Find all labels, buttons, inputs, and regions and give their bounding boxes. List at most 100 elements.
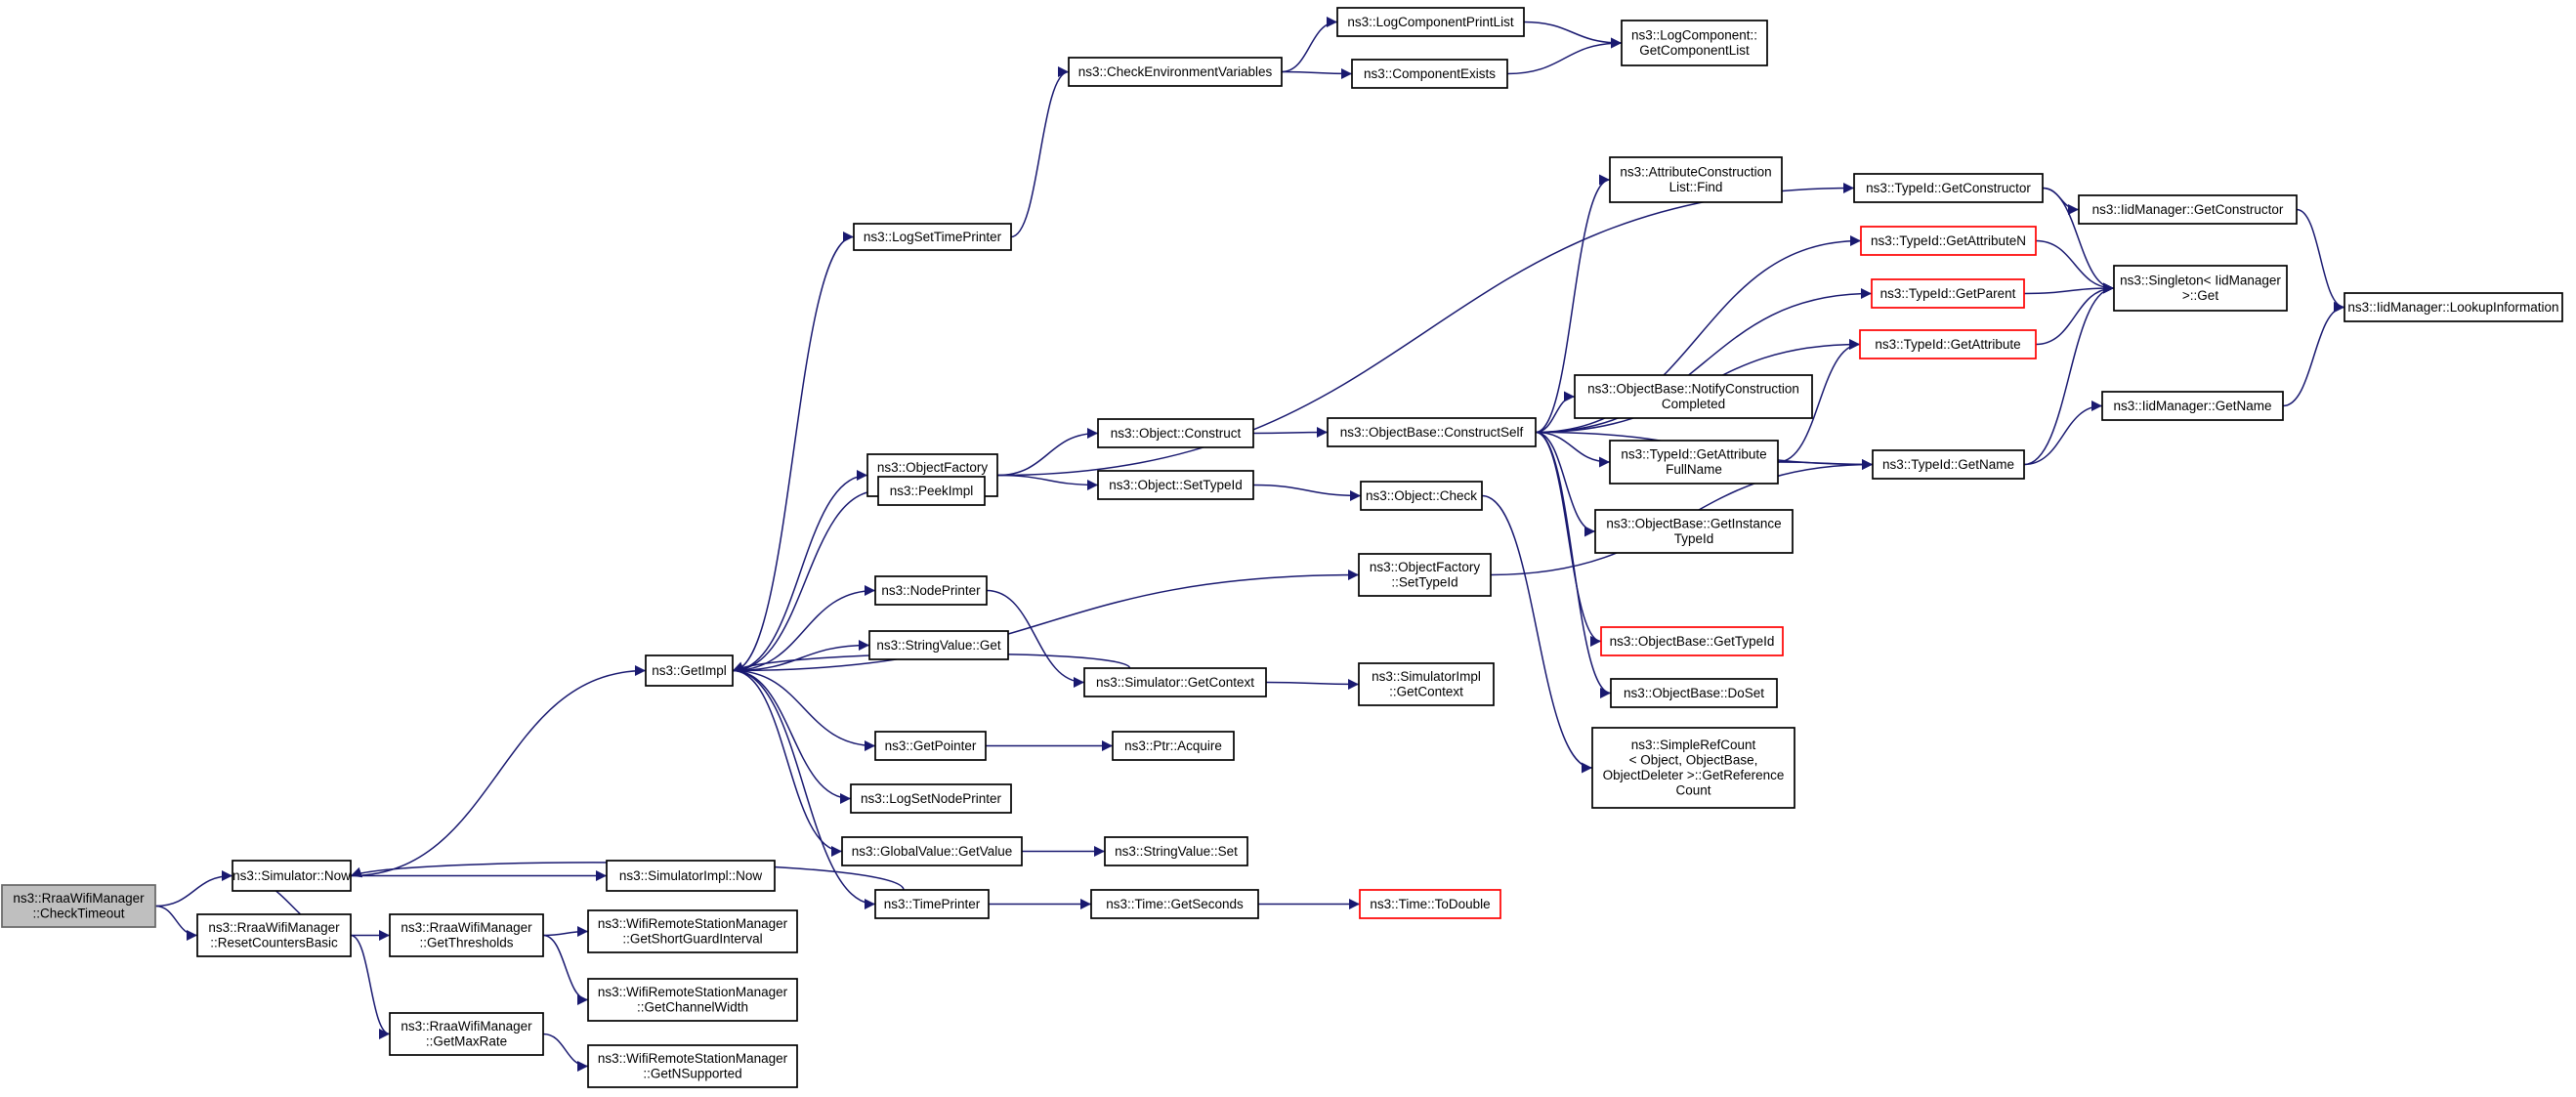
node-box[interactable] [877, 476, 986, 506]
node-box[interactable] [868, 630, 1009, 660]
node-getthresholds[interactable]: ns3::RraaWifiManager::GetThresholds [389, 913, 544, 957]
node-box[interactable] [1574, 374, 1813, 419]
node-box[interactable] [2101, 391, 2284, 421]
node-box[interactable] [645, 654, 734, 687]
node-box[interactable] [874, 889, 990, 919]
node-box[interactable] [1609, 440, 1779, 485]
edge-checkenv-to-componentexists [1281, 67, 1353, 79]
node-box[interactable] [1859, 329, 2037, 359]
node-getchannelwidth[interactable]: ns3::WifiRemoteStationManager::GetChanne… [587, 978, 798, 1022]
node-box[interactable] [1083, 667, 1267, 697]
node-notifyconstr[interactable]: ns3::ObjectBase::NotifyConstructionCompl… [1574, 374, 1813, 419]
node-box[interactable] [1104, 836, 1248, 866]
node-box[interactable] [1600, 626, 1784, 656]
node-nodeprinter[interactable]: ns3::NodePrinter [874, 575, 988, 606]
node-box[interactable] [1068, 57, 1283, 87]
node-box[interactable] [874, 575, 988, 606]
node-peekimpl[interactable]: ns3::PeekImpl [877, 476, 986, 506]
node-simimplgetcontext[interactable]: ns3::SimulatorImpl::GetContext [1358, 662, 1495, 706]
node-box[interactable] [1, 884, 156, 928]
node-getshortguard[interactable]: ns3::WifiRemoteStationManager::GetShortG… [587, 909, 798, 953]
node-box[interactable] [1097, 418, 1254, 448]
node-box[interactable] [1591, 727, 1795, 809]
node-checktimeout[interactable]: ns3::RraaWifiManager::CheckTimeout [1, 884, 156, 928]
node-box[interactable] [1358, 553, 1492, 597]
edge-nodeprinter-to-simgetcontext [986, 589, 1085, 688]
node-box[interactable] [2078, 194, 2298, 225]
node-box[interactable] [2113, 265, 2288, 312]
node-getattribute[interactable]: ns3::TypeId::GetAttribute [1859, 329, 2037, 359]
node-getparent[interactable]: ns3::TypeId::GetParent [1871, 278, 2025, 309]
node-objcheck[interactable]: ns3::Object::Check [1360, 481, 1483, 511]
node-box[interactable] [1853, 173, 2044, 203]
node-timetodouble[interactable]: ns3::Time::ToDouble [1359, 889, 1501, 919]
node-box[interactable] [389, 913, 544, 957]
node-iidgetname[interactable]: ns3::IidManager::GetName [2101, 391, 2284, 421]
node-logsettimeprinter[interactable]: ns3::LogSetTimePrinter [853, 223, 1012, 251]
node-box[interactable] [841, 836, 1023, 866]
node-box[interactable] [196, 913, 352, 957]
node-checkenv[interactable]: ns3::CheckEnvironmentVariables [1068, 57, 1283, 87]
node-box[interactable] [389, 1012, 544, 1056]
node-objsettypeid[interactable]: ns3::Object::SetTypeId [1097, 470, 1254, 500]
node-getimpl[interactable]: ns3::GetImpl [645, 654, 734, 687]
node-box[interactable] [874, 731, 987, 761]
node-timegetseconds[interactable]: ns3::Time::GetSeconds [1090, 889, 1259, 919]
node-getattributen[interactable]: ns3::TypeId::GetAttributeN [1860, 226, 2037, 256]
node-box[interactable] [587, 978, 798, 1022]
node-simnow[interactable]: ns3::Simulator::Now [232, 860, 352, 892]
node-box[interactable] [1621, 20, 1768, 66]
node-simplerefcount[interactable]: ns3::SimpleRefCount< Object, ObjectBase,… [1591, 727, 1795, 809]
node-stringvalueget[interactable]: ns3::StringValue::Get [868, 630, 1009, 660]
node-logcompgetlist[interactable]: ns3::LogComponent::GetComponentList [1621, 20, 1768, 66]
node-box[interactable] [1336, 7, 1525, 37]
node-box[interactable] [1112, 731, 1235, 761]
node-box[interactable] [587, 909, 798, 953]
node-box[interactable] [1090, 889, 1259, 919]
node-iidgetconstructor[interactable]: ns3::IidManager::GetConstructor [2078, 194, 2298, 225]
node-box[interactable] [587, 1044, 798, 1088]
node-getpointer[interactable]: ns3::GetPointer [874, 731, 987, 761]
node-box[interactable] [232, 860, 352, 892]
node-box[interactable] [2344, 292, 2563, 322]
node-objfactorysettypeid[interactable]: ns3::ObjectFactory::SetTypeId [1358, 553, 1492, 597]
node-simimplnow[interactable]: ns3::SimulatorImpl::Now [606, 860, 776, 892]
node-getmaxrate[interactable]: ns3::RraaWifiManager::GetMaxRate [389, 1012, 544, 1056]
node-typeidgetname[interactable]: ns3::TypeId::GetName [1872, 449, 2025, 480]
node-box[interactable] [1327, 417, 1537, 447]
node-objbasedoset[interactable]: ns3::ObjectBase::DoSet [1610, 678, 1778, 708]
node-simgetcontext[interactable]: ns3::Simulator::GetContext [1083, 667, 1267, 697]
node-singletonget[interactable]: ns3::Singleton< IidManager>::Get [2113, 265, 2288, 312]
node-globalvalueget[interactable]: ns3::GlobalValue::GetValue [841, 836, 1023, 866]
node-box[interactable] [1359, 889, 1501, 919]
node-objbasegettypeid[interactable]: ns3::ObjectBase::GetTypeId [1600, 626, 1784, 656]
node-typeidgetconstructor[interactable]: ns3::TypeId::GetConstructor [1853, 173, 2044, 203]
node-getnsupported[interactable]: ns3::WifiRemoteStationManager::GetNSuppo… [587, 1044, 798, 1088]
node-lookupinfo[interactable]: ns3::IidManager::LookupInformation [2344, 292, 2563, 322]
node-objconstruct[interactable]: ns3::Object::Construct [1097, 418, 1254, 448]
node-box[interactable] [1860, 226, 2037, 256]
node-logsetnodeprinter[interactable]: ns3::LogSetNodePrinter [850, 783, 1012, 814]
node-stringvalueset[interactable]: ns3::StringValue::Set [1104, 836, 1248, 866]
node-resetcounters[interactable]: ns3::RraaWifiManager::ResetCountersBasic [196, 913, 352, 957]
node-componentexists[interactable]: ns3::ComponentExists [1351, 59, 1508, 89]
node-constructself[interactable]: ns3::ObjectBase::ConstructSelf [1327, 417, 1537, 447]
node-box[interactable] [1610, 678, 1778, 708]
node-ptracquire[interactable]: ns3::Ptr::Acquire [1112, 731, 1235, 761]
node-box[interactable] [850, 783, 1012, 814]
node-box[interactable] [1609, 156, 1783, 203]
node-box[interactable] [606, 860, 776, 892]
node-timeprinter[interactable]: ns3::TimePrinter [874, 889, 990, 919]
node-box[interactable] [1358, 662, 1495, 706]
node-logcompprintlist[interactable]: ns3::LogComponentPrintList [1336, 7, 1525, 37]
node-box[interactable] [853, 223, 1012, 251]
node-box[interactable] [1872, 449, 2025, 480]
node-box[interactable] [1351, 59, 1508, 89]
node-box[interactable] [1360, 481, 1483, 511]
node-box[interactable] [1097, 470, 1254, 500]
node-box[interactable] [1871, 278, 2025, 309]
node-box[interactable] [1594, 509, 1794, 554]
